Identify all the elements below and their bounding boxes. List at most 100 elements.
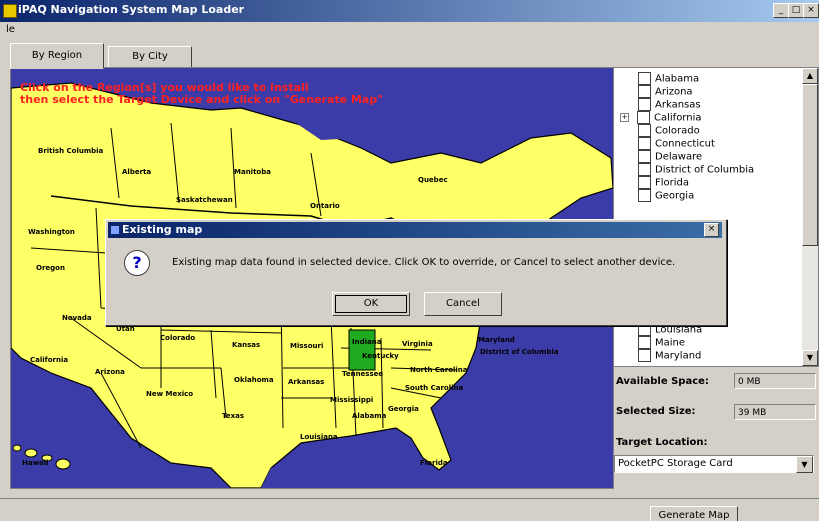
region-label: Georgia bbox=[388, 405, 419, 413]
list-scrollbar[interactable]: ▲ ▼ bbox=[802, 68, 818, 366]
close-button[interactable]: × bbox=[803, 3, 819, 18]
list-item[interactable]: Georgia bbox=[638, 189, 694, 202]
region-label: Missouri bbox=[290, 342, 324, 350]
region-label: Saskatchewan bbox=[176, 196, 233, 204]
list-item[interactable]: +California bbox=[620, 111, 702, 124]
region-label: Virginia bbox=[402, 340, 433, 348]
selected-region-indiana bbox=[348, 329, 376, 371]
region-label: Maryland bbox=[478, 336, 515, 344]
menu-bar: le bbox=[0, 22, 819, 40]
region-label: North Carolina bbox=[410, 366, 468, 374]
region-label: Oregon bbox=[36, 264, 65, 272]
region-label: Washington bbox=[28, 228, 75, 236]
target-location-select[interactable]: PocketPC Storage Card ▼ bbox=[614, 455, 814, 473]
dialog-app-icon bbox=[111, 226, 119, 234]
region-label: Hawaii bbox=[22, 459, 49, 467]
minimize-button[interactable]: _ bbox=[773, 3, 789, 18]
title-bar[interactable]: iPAQ Navigation System Map Loader _ □ × bbox=[0, 0, 819, 22]
instruction-line-1: Click on the Region[s] you would like to… bbox=[20, 81, 309, 94]
state-checkbox[interactable] bbox=[638, 137, 651, 150]
cancel-button[interactable]: Cancel bbox=[424, 292, 502, 316]
region-label: Alabama bbox=[352, 412, 387, 420]
map-instructions: Click on the Region[s] you would like to… bbox=[20, 82, 490, 106]
region-label: Quebec bbox=[418, 176, 448, 184]
target-location-value: PocketPC Storage Card bbox=[618, 458, 733, 469]
list-item[interactable]: Colorado bbox=[638, 124, 700, 137]
generate-map-button[interactable]: Generate Map bbox=[650, 506, 738, 521]
status-divider bbox=[0, 498, 819, 499]
menu-file[interactable]: le bbox=[6, 24, 15, 35]
region-label: Manitoba bbox=[234, 168, 271, 176]
list-item[interactable]: Florida bbox=[638, 176, 689, 189]
chevron-down-icon[interactable]: ▼ bbox=[796, 456, 813, 473]
region-label: British Columbia bbox=[38, 147, 104, 155]
existing-map-dialog: Existing map × ? Existing map data found… bbox=[105, 219, 727, 326]
dialog-title: Existing map bbox=[122, 223, 203, 236]
list-item[interactable]: District of Columbia bbox=[638, 163, 754, 176]
list-item[interactable]: Arkansas bbox=[638, 98, 701, 111]
region-label: Tennessee bbox=[342, 370, 384, 378]
state-checkbox[interactable] bbox=[638, 189, 651, 202]
hudson-bay bbox=[281, 83, 371, 140]
region-label: Oklahoma bbox=[234, 376, 274, 384]
ok-button[interactable]: OK bbox=[332, 292, 410, 316]
region-label: Kentucky bbox=[362, 352, 399, 360]
list-item[interactable]: Maryland bbox=[638, 349, 701, 362]
list-item[interactable]: Alabama bbox=[638, 72, 699, 85]
region-label: Louisiana bbox=[300, 433, 338, 441]
region-label: Texas bbox=[222, 412, 244, 420]
state-checkbox[interactable] bbox=[638, 98, 651, 111]
region-label: South Carolina bbox=[405, 384, 464, 392]
region-label: Colorado bbox=[160, 334, 196, 342]
state-checkbox[interactable] bbox=[638, 176, 651, 189]
app-icon bbox=[3, 4, 17, 18]
selected-size-field: 39 MB bbox=[734, 404, 816, 420]
region-label: New Mexico bbox=[146, 390, 194, 398]
state-checkbox[interactable] bbox=[638, 85, 651, 98]
state-checkbox[interactable] bbox=[638, 124, 651, 137]
region-label: Arizona bbox=[95, 368, 125, 376]
region-label: Arkansas bbox=[288, 378, 325, 386]
gulf-of-mexico bbox=[261, 438, 406, 488]
available-space-field: 0 MB bbox=[734, 373, 816, 389]
maximize-button[interactable]: □ bbox=[788, 3, 804, 18]
region-label: Florida bbox=[420, 459, 448, 467]
region-label: Nevada bbox=[62, 314, 92, 322]
scroll-thumb[interactable] bbox=[802, 84, 818, 246]
tab-by-city[interactable]: By City bbox=[108, 46, 192, 68]
instruction-line-2: then select the Target Device and click … bbox=[20, 93, 383, 106]
region-label: Utah bbox=[116, 325, 135, 333]
scroll-down-icon[interactable]: ▼ bbox=[802, 350, 818, 366]
list-item[interactable]: Connecticut bbox=[638, 137, 715, 150]
expand-icon[interactable]: + bbox=[620, 113, 629, 122]
question-icon: ? bbox=[124, 250, 150, 276]
dialog-message: Existing map data found in selected devi… bbox=[172, 257, 676, 268]
region-label: Alberta bbox=[122, 168, 152, 176]
scroll-up-icon[interactable]: ▲ bbox=[802, 68, 818, 84]
state-checkbox[interactable] bbox=[638, 349, 651, 362]
region-label: District of Columbia bbox=[480, 348, 559, 356]
list-item[interactable]: Arizona bbox=[638, 85, 693, 98]
dialog-title-bar[interactable]: Existing map × bbox=[108, 222, 722, 238]
window-title: iPAQ Navigation System Map Loader bbox=[18, 3, 245, 16]
region-label: Indiana bbox=[352, 338, 382, 346]
list-item[interactable]: Louisiana bbox=[638, 323, 702, 336]
region-label: Ontario bbox=[310, 202, 340, 210]
dialog-close-button[interactable]: × bbox=[704, 223, 719, 237]
hawaii-islands bbox=[12, 444, 71, 470]
state-checkbox[interactable] bbox=[638, 150, 651, 163]
state-checkbox[interactable] bbox=[638, 336, 651, 349]
state-checkbox[interactable] bbox=[637, 111, 650, 124]
target-location-label: Target Location: bbox=[616, 437, 708, 448]
region-label: California bbox=[30, 356, 69, 364]
list-item[interactable]: Maine bbox=[638, 336, 685, 349]
available-space-label: Available Space: bbox=[616, 376, 709, 387]
list-item[interactable]: Delaware bbox=[638, 150, 702, 163]
state-checkbox[interactable] bbox=[638, 163, 651, 176]
selected-size-label: Selected Size: bbox=[616, 406, 696, 417]
tab-by-region[interactable]: By Region bbox=[10, 43, 104, 69]
region-label: Mississippi bbox=[330, 396, 374, 404]
region-label: Kansas bbox=[232, 341, 261, 349]
state-checkbox[interactable] bbox=[638, 72, 651, 85]
